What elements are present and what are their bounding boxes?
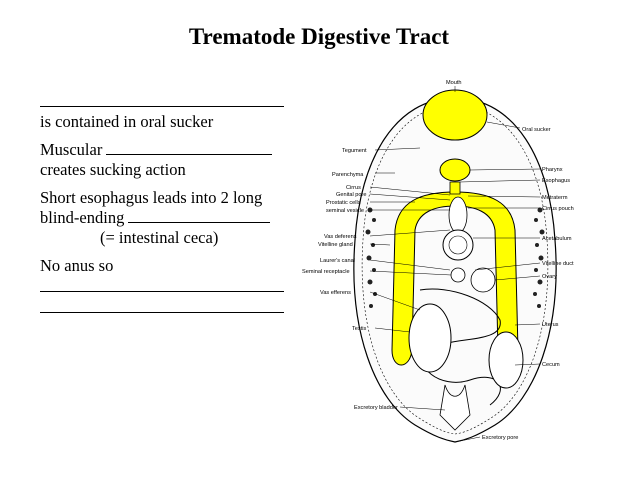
note-text: (= intestinal ceca) [100, 228, 219, 247]
note-text: blind-ending [40, 208, 125, 227]
note-text: No anus so [40, 256, 114, 275]
label-cirrus: Cirrus [346, 185, 361, 191]
label-oral-sucker: Oral sucker [522, 127, 551, 133]
label-seminal-receptacle: Seminal receptacle [302, 269, 350, 275]
esophagus-shape [449, 181, 461, 195]
label-vitelline-gland: Vitelline gland [318, 242, 353, 248]
label-testis: Testis [352, 326, 367, 332]
label-vitelline-duct: Vitelline duct [542, 261, 574, 267]
note-anus: No anus so [40, 256, 298, 318]
acetabulum-shape [442, 229, 474, 261]
label-excretory-bladder: Excretory bladder [354, 405, 398, 411]
label-esophagus: Esophagus [542, 178, 570, 184]
answer-blank [40, 290, 284, 292]
label-parenchyma: Parenchyma [332, 172, 364, 178]
label-genital-pore: Genital pore [336, 192, 366, 198]
label-vas-efferens: Vas efferens [320, 290, 351, 296]
label-acetabulum: Acetabulum [542, 236, 572, 242]
label-laurers-canal: Laurer's canal [320, 258, 355, 264]
ovary-shape [470, 267, 496, 293]
notes-block: is contained in oral sucker Muscular cre… [40, 92, 298, 326]
acetabulum-inner [448, 235, 468, 255]
answer-blank [40, 311, 284, 313]
note-text: creates sucking action [40, 160, 186, 179]
label-ovary: Ovary [542, 274, 557, 280]
answer-blank [106, 153, 273, 155]
label-cirrus-pouch: Cirrus pouch [542, 206, 574, 212]
label-cecum: Cecum [542, 362, 560, 368]
answer-blank [40, 105, 284, 107]
testis-anterior [408, 303, 452, 373]
label-mouth: Mouth [446, 80, 462, 86]
label-vas-deferens: Vas deferens [324, 234, 357, 240]
excretory-bladder-shape [439, 384, 471, 431]
note-pharynx: Muscular creates sucking action [40, 140, 298, 180]
slide-title: Trematode Digestive Tract [188, 24, 450, 49]
label-metraterm: Metraterm [542, 195, 568, 201]
note-text: Short esophagus leads into 2 long [40, 188, 263, 207]
tegument-outline [361, 104, 549, 435]
label-prostatic-cells: Prostatic cells [326, 200, 361, 206]
label-pharynx: Pharynx [542, 167, 563, 173]
cirrus-pouch-shape [448, 196, 468, 234]
note-ceca: Short esophagus leads into 2 long blind-… [40, 188, 298, 248]
leader-lines [369, 86, 541, 443]
label-excretory-pore: Excretory pore [482, 435, 518, 441]
vitelline-glands [365, 207, 545, 308]
seminal-receptacle-shape [450, 267, 466, 283]
oral-sucker-shape [422, 89, 488, 141]
trematode-diagram: Mouth Oral sucker Tegument Pharynx Paren… [302, 80, 574, 443]
note-oral-sucker: is contained in oral sucker [40, 92, 298, 132]
answer-blank [128, 221, 271, 223]
note-text: Muscular [40, 140, 103, 159]
note-text: is contained in oral sucker [40, 112, 214, 131]
label-uterus: Uterus [542, 322, 559, 328]
pharynx-shape [439, 158, 471, 182]
label-seminal-vesicle: seminal vesicle [326, 208, 364, 214]
testis-posterior [488, 331, 524, 389]
label-tegument: Tegument [342, 148, 367, 154]
